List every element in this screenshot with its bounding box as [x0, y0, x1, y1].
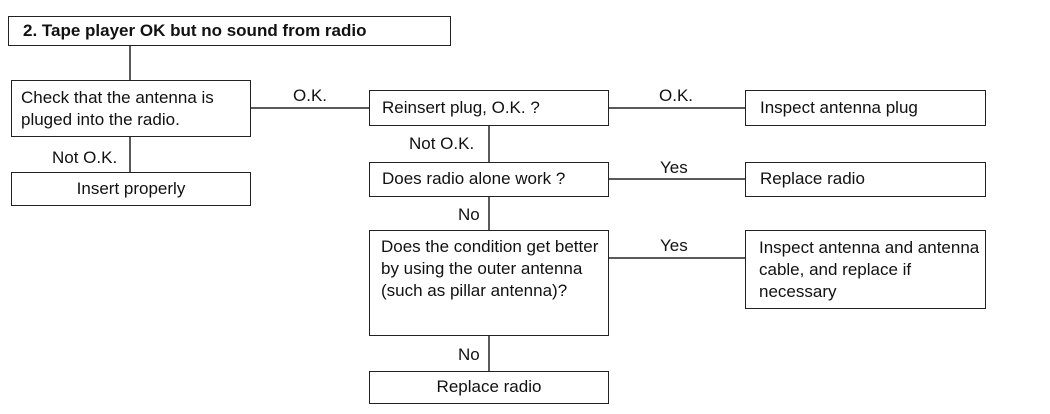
inspect-antenna-plug-box: Inspect antenna plug: [745, 90, 986, 126]
check-antenna-box: Check that the antenna is pluged into th…: [11, 80, 251, 137]
label-reinsert-ok: O.K.: [659, 86, 694, 105]
label-alone-no: No: [458, 205, 480, 224]
label-alone-yes: Yes: [660, 158, 688, 177]
label-condition-no: No: [458, 345, 480, 364]
label-reinsert-not-ok: Not O.K.: [409, 134, 475, 153]
replace-radio-box: Replace radio: [745, 162, 986, 197]
flowchart-title: 2. Tape player OK but no sound from radi…: [8, 16, 451, 46]
reinsert-plug-box: Reinsert plug, O.K. ?: [369, 90, 609, 126]
label-condition-yes: Yes: [660, 236, 688, 255]
inspect-antenna-cable-box: Inspect antenna and antenna cable, and r…: [745, 230, 986, 309]
insert-properly-box: Insert properly: [11, 172, 251, 206]
label-check-not-ok: Not O.K.: [52, 148, 118, 167]
label-check-ok: O.K.: [293, 86, 328, 105]
outer-antenna-condition-box: Does the condition get better by using t…: [369, 230, 609, 336]
replace-radio-final-box: Replace radio: [369, 371, 609, 404]
radio-alone-box: Does radio alone work ?: [369, 162, 609, 197]
